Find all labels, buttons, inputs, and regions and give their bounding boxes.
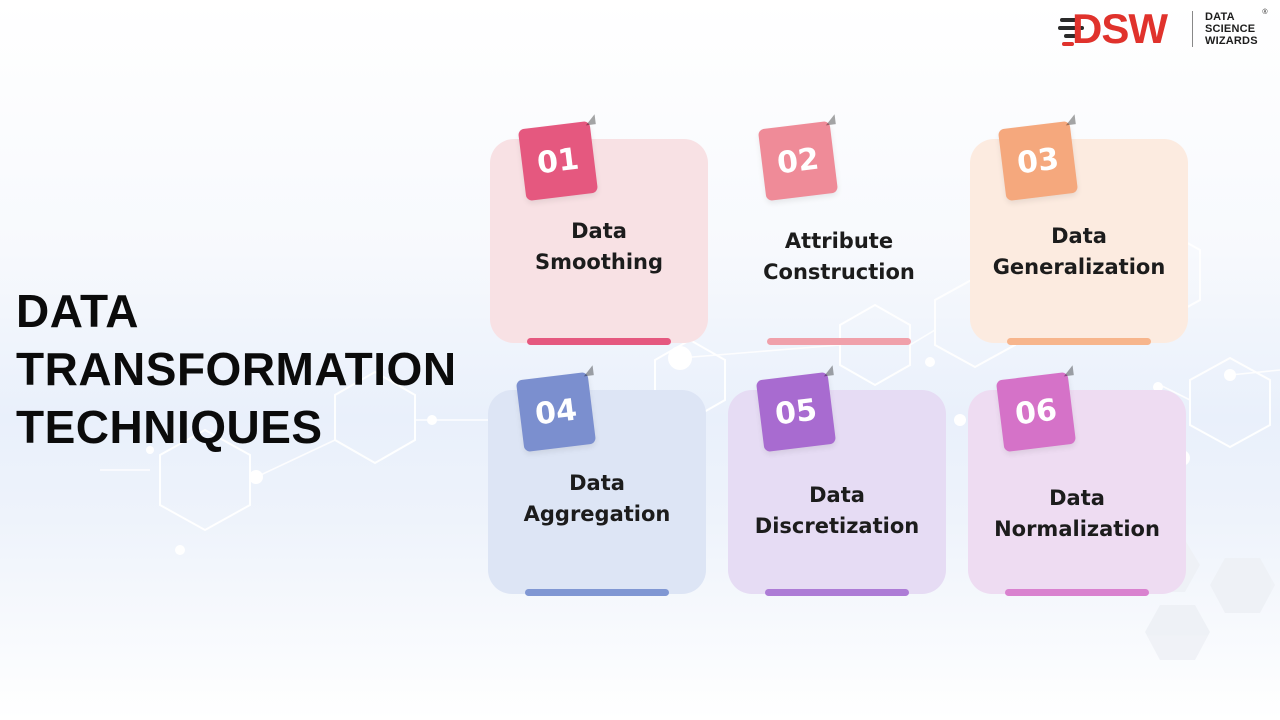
technique-label-line: Data [809, 483, 865, 507]
technique-card: 04 Data Aggregation [488, 371, 706, 596]
technique-label: Attribute Construction [730, 226, 948, 288]
technique-label: Data Smoothing [490, 216, 708, 278]
logo-text-line: WIZARDS [1205, 35, 1258, 47]
number-badge: 03 [997, 120, 1079, 202]
technique-label-line: Smoothing [534, 250, 664, 274]
technique-card: 01 Data Smoothing [490, 120, 708, 345]
technique-label-line: Data [1051, 224, 1107, 248]
number-badge: 04 [515, 371, 597, 453]
logo-text-line: SCIENCE [1205, 23, 1256, 35]
accent-bar [1007, 338, 1151, 345]
technique-label-line: Data [1049, 486, 1105, 510]
accent-bar [1005, 589, 1149, 596]
logo-divider [1192, 11, 1193, 47]
technique-label-line: Normalization [994, 517, 1160, 541]
accent-bar [525, 589, 669, 596]
accent-bar [527, 338, 671, 345]
title-line: DATA [16, 285, 139, 337]
technique-label-line: Data [569, 471, 625, 495]
technique-label-line: Aggregation [523, 502, 671, 526]
technique-label: Data Aggregation [488, 468, 706, 530]
title-line: TECHNIQUES [16, 401, 323, 453]
page-title: DATA TRANSFORMATION TECHNIQUES [16, 282, 457, 456]
number-badge: 02 [757, 120, 839, 202]
technique-label-line: Data [571, 219, 627, 243]
technique-label: Data Discretization [728, 480, 946, 542]
accent-bar [765, 589, 909, 596]
dsw-logo: DSW DATA SCIENCE WIZARDS ® [1058, 6, 1268, 52]
title-line: TRANSFORMATION [16, 343, 457, 395]
technique-card: 06 Data Normalization [968, 371, 1186, 596]
technique-card: 02 Attribute Construction [730, 120, 948, 345]
technique-label: Data Normalization [968, 483, 1186, 545]
technique-label-line: Attribute [784, 229, 894, 253]
technique-label-line: Generalization [992, 255, 1166, 279]
number-badge: 05 [755, 371, 837, 453]
technique-label: Data Generalization [970, 221, 1188, 283]
logo-letters: DSW [1072, 5, 1168, 52]
registered-mark: ® [1262, 9, 1268, 16]
number-badge: 06 [995, 371, 1077, 453]
technique-card: 05 Data Discretization [728, 371, 946, 596]
number-badge: 01 [517, 120, 599, 202]
logo-text-line: DATA [1205, 11, 1235, 23]
technique-label-line: Construction [763, 260, 915, 284]
logo-wordmark: DATA SCIENCE WIZARDS ® [1205, 9, 1268, 47]
logo-mark: DSW [1058, 6, 1184, 52]
accent-bar [767, 338, 911, 345]
technique-label-line: Discretization [754, 514, 920, 538]
technique-card: 03 Data Generalization [970, 120, 1188, 345]
